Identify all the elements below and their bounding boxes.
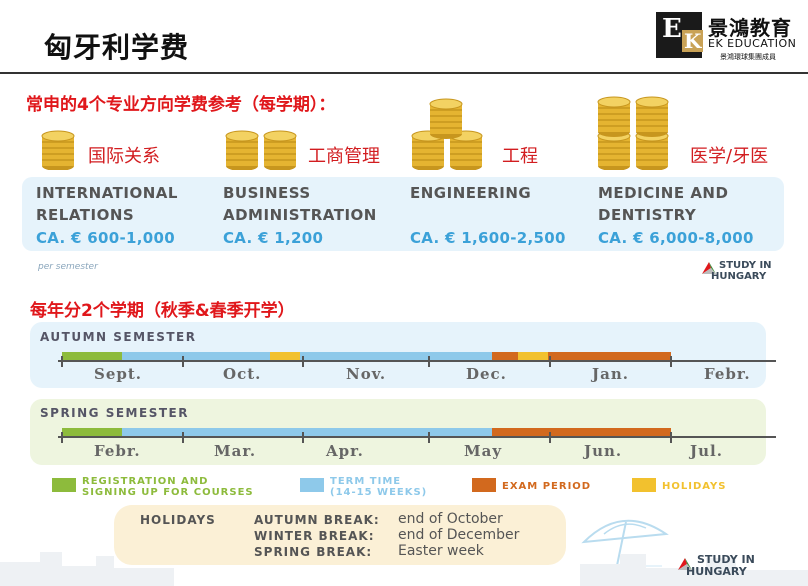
field-price: CA. € 600-1,000 [36,229,175,247]
logo-subtitle: 景鴻環球集團成員 [720,53,776,61]
fees-heading: 常申的4个专业方向学费参考（每学期）： [26,95,336,115]
legend-swatch-registration [52,478,76,492]
spring-timeline [58,428,776,443]
holidays-title: HOLIDAYS [140,513,216,527]
legend-exam-label: EXAM PERIOD [502,481,592,492]
field-en-line1: ENGINEERING [410,184,532,202]
study-in-label: STUDY IN [697,553,755,566]
field-price: CA. € 6,000-8,000 [598,229,754,247]
city-skyline-illustration [0,552,808,586]
field-en-line1: BUSINESS [223,184,311,202]
category-cn-medicine: 医学/牙医 [690,146,769,167]
per-semester-note: per semester [38,262,98,272]
legend-registration-line2: SIGNING UP FOR COURSES [82,487,254,498]
autumn-month: Nov. [346,365,387,383]
legend-holidays-label: HOLIDAYS [662,481,727,492]
hungary-label: HUNGARY [711,271,767,282]
legend-registration-line1: REGISTRATION AND [82,476,209,487]
coin-stack-icon-2 [225,130,297,170]
field-en-line1: MEDICINE AND [598,184,729,202]
coin-stack-icon-3 [411,98,483,170]
field-en-line2: ADMINISTRATION [223,206,377,224]
category-cn-engineering: 工程 [502,146,538,167]
logo-letter-k: K [682,29,704,53]
spring-month: Jun. [584,442,623,460]
field-price: CA. € 1,200 [223,229,324,247]
logo-letter-e: E [662,14,682,44]
hungary-flag-icon [702,262,716,274]
autumn-month: Febr. [704,365,751,383]
autumn-month: Oct. [223,365,262,383]
holiday-label: WINTER BREAK: [254,529,375,543]
field-en-line2: RELATIONS [36,206,135,224]
hungary-label: HUNGARY [686,565,747,578]
spring-month: Febr. [94,442,141,460]
holiday-value: end of October [398,511,503,527]
field-en-line2: DENTISTRY [598,206,697,224]
logo-english-name: EK EDUCATION [708,37,797,50]
holiday-label: AUTUMN BREAK: [254,513,380,527]
legend-term-line1: TERM TIME [330,476,402,487]
autumn-month: Jan. [592,365,629,383]
coin-stack-icon-4 [597,96,669,170]
field-en-line1: INTERNATIONAL [36,184,178,202]
legend-swatch-exam [472,478,496,492]
page-title: 匈牙利学费 [44,31,190,64]
field-price: CA. € 1,600-2,500 [410,229,566,247]
spring-month: May [464,442,503,460]
category-cn-international: 国际关系 [88,146,160,167]
autumn-timeline [58,352,776,367]
hungary-flag-icon [678,558,692,570]
holiday-label: SPRING BREAK: [254,545,373,559]
holiday-value: Easter week [398,543,484,559]
legend-swatch-holidays [632,478,656,492]
autumn-month: Dec. [466,365,507,383]
spring-month: Mar. [214,442,257,460]
legend-term-line2: (14-15 WEEKS) [330,487,428,498]
holidays-box [114,505,566,565]
spring-semester-label: SPRING SEMESTER [40,406,189,420]
fees-band [22,177,784,251]
coin-stack-icon-1 [41,130,75,170]
category-cn-business: 工商管理 [308,146,380,167]
autumn-semester-label: AUTUMN SEMESTER [40,330,197,344]
holiday-value: end of December [398,527,520,543]
legend-swatch-term [300,478,324,492]
semesters-heading: 每年分2个学期（秋季&春季开学） [30,301,295,321]
spring-month: Apr. [326,442,364,460]
title-divider [0,72,808,74]
spring-month: Jul. [690,442,723,460]
logo-chinese-name: 景鴻教育 [708,16,792,40]
study-in-label: STUDY IN [719,260,772,271]
autumn-month: Sept. [94,365,143,383]
